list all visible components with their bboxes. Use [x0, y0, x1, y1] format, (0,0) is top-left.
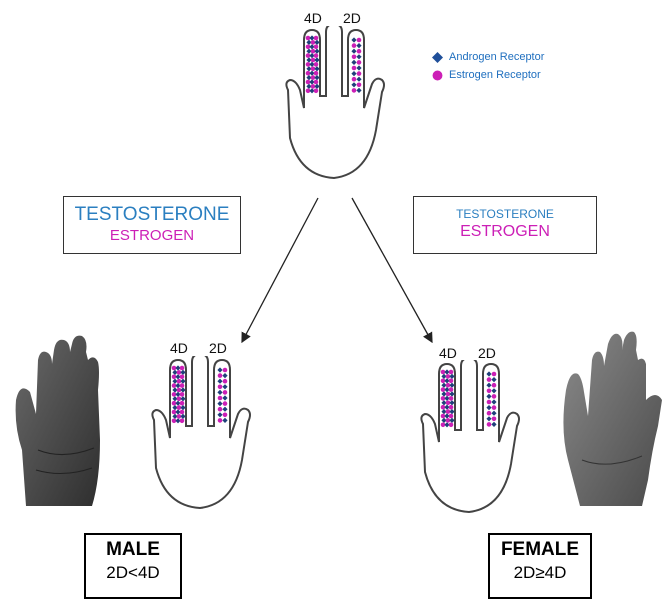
ring-finger-receptor	[180, 383, 185, 388]
female-box: FEMALE 2D≥4D	[488, 533, 592, 599]
testosterone-label-strong: TESTOSTERONE	[64, 204, 240, 226]
female-title: FEMALE	[490, 539, 590, 561]
index-finger-receptor	[491, 411, 496, 416]
estrogen-label: ESTROGEN	[64, 227, 240, 244]
female-ratio: 2D≥4D	[490, 563, 590, 583]
arrow-left	[242, 198, 318, 342]
ring-finger-receptor	[449, 405, 454, 410]
index-finger-receptor	[223, 390, 228, 395]
index-finger-receptor	[222, 407, 227, 412]
male-ratio: 2D<4D	[86, 563, 180, 583]
index-finger-receptor	[491, 399, 496, 404]
index-finger-receptor	[492, 417, 497, 422]
index-finger-receptor	[222, 373, 227, 378]
index-finger-receptor	[491, 377, 496, 382]
index-finger-receptor	[486, 383, 491, 388]
index-finger-receptor	[492, 405, 497, 410]
index-finger-receptor	[492, 372, 497, 377]
ring-finger-receptor	[180, 392, 185, 397]
index-finger-receptor	[218, 373, 223, 378]
ring-finger-receptor	[180, 419, 185, 424]
female-hand-dots	[415, 360, 525, 520]
male-hand-dots	[146, 356, 256, 516]
index-finger-receptor	[486, 371, 491, 376]
ring-finger-receptor	[449, 409, 454, 414]
index-finger-receptor	[486, 394, 491, 399]
index-finger-receptor	[487, 411, 492, 416]
male-hand-photo	[8, 330, 120, 510]
ring-finger-receptor	[180, 396, 185, 401]
index-finger-receptor	[222, 384, 227, 389]
ring-finger-receptor	[449, 396, 454, 401]
ring-finger-receptor	[180, 414, 185, 419]
estrogen-label-strong: ESTROGEN	[414, 223, 596, 241]
index-finger-receptor	[217, 379, 222, 384]
ring-finger-receptor	[449, 400, 454, 405]
index-finger-receptor	[487, 422, 492, 427]
female-2d-label: 2D	[478, 345, 496, 361]
index-finger-receptor	[223, 413, 228, 418]
female-hand-photo	[558, 330, 665, 510]
index-finger-receptor	[222, 418, 227, 423]
ring-finger-receptor	[449, 370, 454, 375]
ring-finger-receptor	[180, 370, 185, 375]
index-finger-receptor	[492, 383, 497, 388]
ring-finger-receptor	[449, 379, 454, 384]
ring-finger-receptor	[449, 391, 454, 396]
index-finger-receptor	[218, 396, 223, 401]
male-hormone-box: TESTOSTERONE ESTROGEN	[63, 196, 241, 254]
male-4d-label: 4D	[170, 340, 188, 356]
female-hormone-box: TESTOSTERONE ESTROGEN	[413, 196, 597, 254]
ring-finger-receptor	[180, 387, 185, 392]
index-finger-receptor	[492, 394, 497, 399]
index-finger-receptor	[223, 401, 228, 406]
ring-finger-receptor	[449, 423, 454, 428]
index-finger-receptor	[217, 390, 222, 395]
index-finger-receptor	[217, 401, 222, 406]
ring-finger-receptor	[180, 366, 185, 371]
index-finger-receptor	[222, 395, 227, 400]
index-finger-receptor	[223, 368, 228, 373]
ring-finger-receptor	[180, 405, 185, 410]
ring-finger-receptor	[449, 414, 454, 419]
index-finger-receptor	[217, 412, 222, 417]
index-finger-receptor	[487, 400, 492, 405]
index-finger-receptor	[218, 385, 223, 390]
male-box: MALE 2D<4D	[84, 533, 182, 599]
female-4d-label: 4D	[439, 345, 457, 361]
index-finger-receptor	[486, 416, 491, 421]
male-title: MALE	[86, 539, 180, 561]
male-2d-label: 2D	[209, 340, 227, 356]
ring-finger-receptor	[449, 418, 454, 423]
index-finger-receptor	[487, 377, 492, 382]
index-finger-receptor	[217, 367, 222, 372]
ring-finger-receptor	[449, 387, 454, 392]
ring-finger-receptor	[180, 401, 185, 406]
index-finger-receptor	[487, 389, 492, 394]
ring-finger-receptor	[180, 375, 185, 380]
testosterone-label-weak: TESTOSTERONE	[414, 207, 596, 221]
ring-finger-receptor	[449, 383, 454, 388]
ring-finger-receptor	[180, 379, 185, 384]
index-finger-receptor	[218, 407, 223, 412]
index-finger-receptor	[491, 422, 496, 427]
index-finger-receptor	[486, 405, 491, 410]
index-finger-receptor	[223, 379, 228, 384]
ring-finger-receptor	[449, 374, 454, 379]
index-finger-receptor	[491, 388, 496, 393]
ring-finger-receptor	[180, 410, 185, 415]
index-finger-receptor	[218, 418, 223, 423]
